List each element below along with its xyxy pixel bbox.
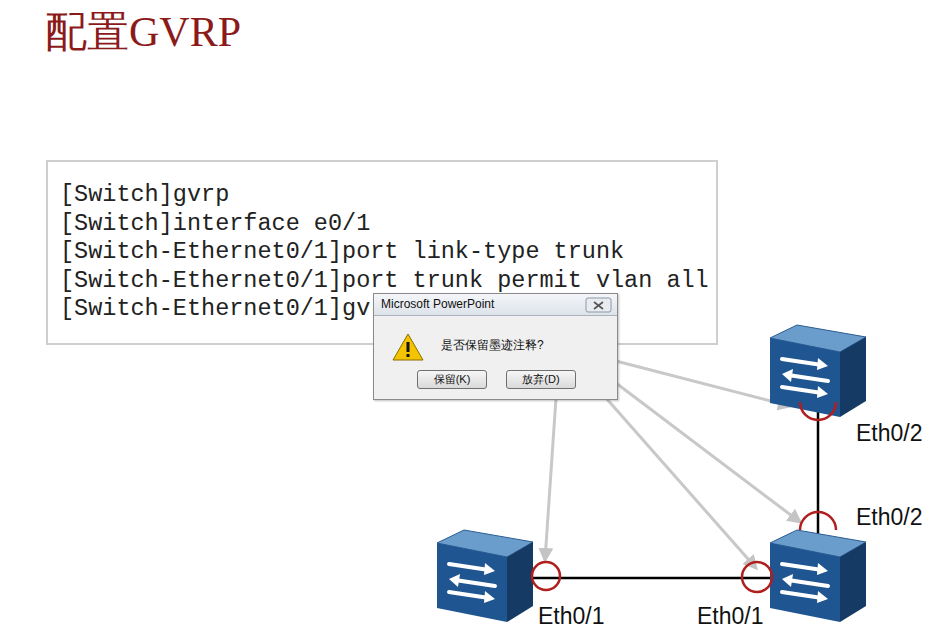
port-label: Eth0/2 bbox=[856, 504, 923, 530]
warning-dot bbox=[407, 354, 410, 357]
port-label: Eth0/1 bbox=[697, 603, 764, 629]
port-label: Eth0/2 bbox=[856, 420, 923, 446]
code-line: [Switch]gvrp bbox=[60, 181, 704, 210]
window-title: Microsoft PowerPoint bbox=[381, 297, 494, 312]
close-cross bbox=[594, 302, 603, 309]
switch-icon bbox=[437, 530, 533, 622]
warning-icon bbox=[393, 334, 423, 360]
button-label: 放弃(D) bbox=[522, 372, 559, 387]
dialog-button: 保留(K) bbox=[417, 370, 487, 389]
button-label: 保留(K) bbox=[434, 372, 471, 387]
close-button bbox=[586, 298, 611, 312]
ink-circles bbox=[532, 402, 836, 592]
code-line: [Switch]interface e0/1 bbox=[60, 210, 704, 239]
dialog-window: Microsoft PowerPoint 是否保留墨迹注释? 保留(K) 放弃(D) bbox=[373, 293, 618, 400]
warning-mark bbox=[407, 342, 410, 352]
switch-icon bbox=[770, 325, 866, 417]
slide-title: 配置GVRP bbox=[45, 6, 241, 58]
dialog-message: 是否保留墨迹注释? bbox=[441, 338, 544, 353]
switch-icon bbox=[770, 530, 866, 622]
port-label: Eth0/1 bbox=[538, 603, 605, 629]
code-line: [Switch-Ethernet0/1]port link-type trunk bbox=[60, 238, 704, 267]
dialog-button: 放弃(D) bbox=[506, 370, 576, 389]
code-line: [Switch-Ethernet0/1]port trunk permit vl… bbox=[60, 267, 704, 296]
